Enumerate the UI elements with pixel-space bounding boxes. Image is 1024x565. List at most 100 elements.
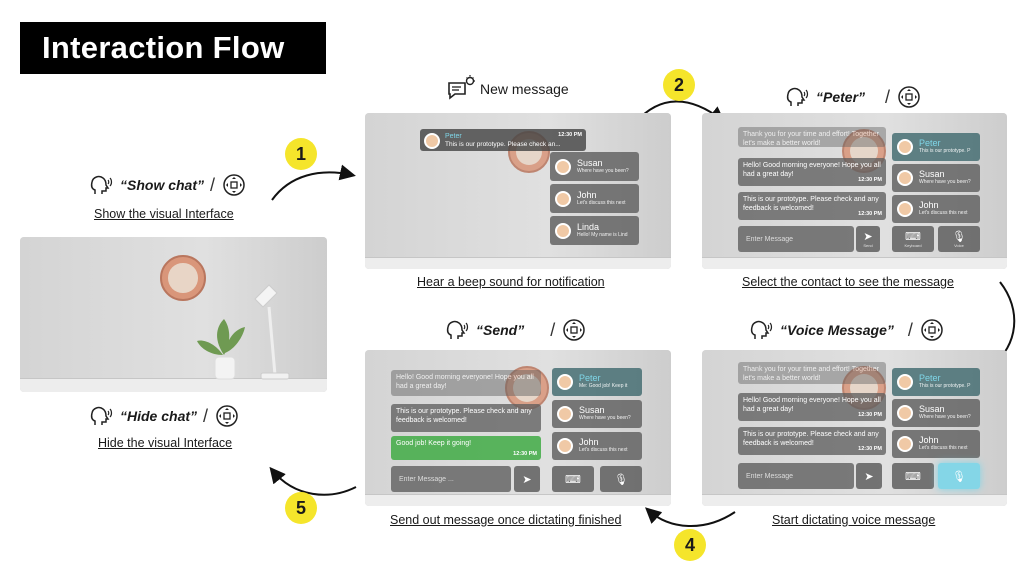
contact-name: Susan xyxy=(919,169,945,180)
contact-preview: This is our prototype. P xyxy=(919,148,971,155)
avatar xyxy=(555,158,571,175)
show-chat-caption: Show the visual Interface xyxy=(94,207,234,221)
incoming-notification[interactable]: Peter This is our prototype. Please chec… xyxy=(420,129,586,151)
contact-preview: Let's discuss this next xyxy=(577,199,626,206)
send-button[interactable]: ➤ xyxy=(514,466,540,492)
hide-chat-label: “Hide chat” xyxy=(120,408,198,424)
contact-name: Peter xyxy=(919,373,941,384)
message-input[interactable]: Enter Message ... xyxy=(391,466,511,492)
send-label: Send xyxy=(863,243,873,248)
desk-lamp xyxy=(254,284,290,380)
contact-name: John xyxy=(577,189,597,200)
avatar xyxy=(557,406,573,422)
message-bubble: This is our prototype. Please check and … xyxy=(738,427,886,455)
send-button[interactable]: ➤ xyxy=(856,463,882,489)
controller-icon xyxy=(896,84,922,110)
send-button[interactable]: ➤Send xyxy=(856,226,880,252)
idle-room-scene xyxy=(20,237,327,392)
hide-chat-caption: Hide the visual Interface xyxy=(98,436,233,450)
send-icon: ➤ xyxy=(522,473,532,486)
panel1-caption: Hear a beep sound for notification xyxy=(417,275,605,289)
contact-preview: Me: Good job! Keep it xyxy=(579,383,628,390)
message-time: 12:30 PM xyxy=(858,210,882,217)
controller-icon xyxy=(221,172,247,198)
keyboard-button[interactable]: ⌨ xyxy=(892,463,934,489)
slash-divider: / xyxy=(550,319,556,340)
wall-clock xyxy=(160,255,206,301)
panel4-caption: Send out message once dictating finished xyxy=(390,513,622,527)
voice-button[interactable]: 🎙 xyxy=(600,466,642,492)
message-input[interactable]: Enter Message xyxy=(738,226,854,252)
step-badge-5: 5 xyxy=(285,492,317,524)
keyboard-button[interactable]: ⌨Keyboard xyxy=(892,226,934,252)
contact-name: Susan xyxy=(579,405,605,416)
voice-message-command: “Voice Message” / xyxy=(748,317,945,343)
voice-button-active[interactable]: 🎙 xyxy=(938,463,980,489)
show-chat-label: “Show chat” xyxy=(120,177,205,193)
keyboard-button[interactable]: ⌨ xyxy=(552,466,594,492)
keyboard-icon: ⌨ xyxy=(905,470,921,483)
hide-chat-command: “Hide chat” / xyxy=(88,403,240,429)
peter-command-label: “Peter” xyxy=(816,89,866,105)
step-badge-1: 1 xyxy=(285,138,317,170)
voice-button[interactable]: 🎙Voice xyxy=(938,226,980,252)
peter-avatar xyxy=(424,133,440,149)
contact-preview: Where have you been? xyxy=(919,179,971,186)
send-command: “Send” / xyxy=(444,317,587,343)
message-bubble: Hello! Good morning everyone! Hope you a… xyxy=(738,158,886,186)
avatar xyxy=(555,222,571,239)
avatar xyxy=(555,190,571,207)
new-message-label: New message xyxy=(480,81,569,97)
conversation-scene: Thank you for your time and effort! Toge… xyxy=(702,113,1007,269)
voice-head-icon xyxy=(444,317,470,343)
contact-name: Peter xyxy=(579,373,601,384)
contact-name: Linda xyxy=(577,221,600,232)
message-notification-icon xyxy=(448,75,475,102)
contact-name: John xyxy=(579,437,599,448)
avatar xyxy=(897,201,913,217)
message-bubble: This is our prototype. Please check and … xyxy=(738,192,886,220)
panel3-caption: Start dictating voice message xyxy=(772,513,936,527)
wall-clock xyxy=(505,366,549,410)
voice-head-icon xyxy=(88,172,114,198)
microphone-icon: 🎙 xyxy=(952,231,966,243)
contact-preview: Where have you been? xyxy=(577,167,629,174)
contact-preview: Where have you been? xyxy=(919,414,971,421)
avatar xyxy=(897,405,913,421)
voice-head-icon xyxy=(88,403,114,429)
message-input[interactable]: Enter Message xyxy=(738,463,854,489)
message-text: Hello! Good morning everyone! Hope you a… xyxy=(743,397,881,414)
step-badge-4: 4 xyxy=(674,529,706,561)
message-time: 12:30 PM xyxy=(858,176,882,183)
keyboard-icon: ⌨ xyxy=(565,473,581,486)
slash-divider: / xyxy=(885,86,891,107)
contact-preview: Let's discuss this next xyxy=(579,447,628,454)
contact-name: Peter xyxy=(919,138,941,149)
notification-sender: Peter xyxy=(445,133,462,140)
slash-divider: / xyxy=(907,319,913,340)
send-scene: Hello! Good morning everyone! Hope you a… xyxy=(365,350,671,506)
notification-text: This is our prototype. Please check an..… xyxy=(445,141,561,149)
message-time: 12:30 PM xyxy=(513,450,537,457)
plant-illustration xyxy=(197,319,245,380)
new-message-header: New message xyxy=(448,75,569,102)
controller-icon xyxy=(919,317,945,343)
voice-head-icon xyxy=(784,84,810,110)
message-bubble: This is our prototype. Please check and … xyxy=(391,404,541,432)
message-time: 12:30 PM xyxy=(858,411,882,418)
show-chat-command: “Show chat” / xyxy=(88,172,247,198)
controller-icon xyxy=(561,317,587,343)
